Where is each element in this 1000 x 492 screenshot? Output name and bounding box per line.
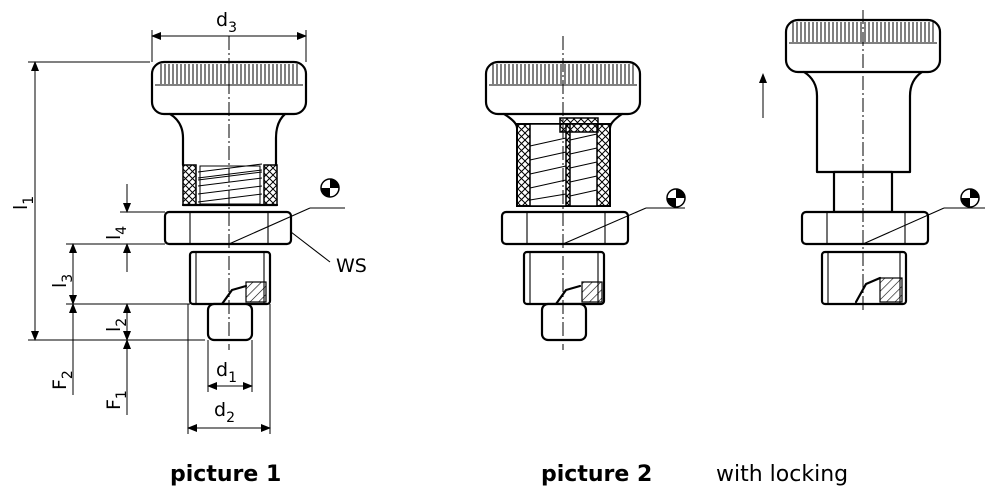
label-d3: d3 bbox=[216, 9, 237, 36]
p2-hex-nut bbox=[500, 210, 630, 246]
p3-hex-nut bbox=[800, 210, 930, 246]
label-F1: F1 bbox=[103, 390, 130, 410]
p1-knurl bbox=[158, 64, 300, 84]
caption-picture-1: picture 1 bbox=[170, 462, 281, 487]
p1-dimensions bbox=[28, 30, 307, 434]
label-l3: l3 bbox=[49, 274, 76, 288]
p1-thread-hatch bbox=[245, 281, 267, 303]
p1-spring bbox=[197, 163, 263, 205]
label-l1: l1 bbox=[10, 196, 37, 210]
label-d1: d1 bbox=[216, 359, 237, 386]
picture-locking-drawing bbox=[759, 10, 985, 310]
p1-hex-nut bbox=[163, 210, 293, 246]
label-l2: l2 bbox=[103, 318, 130, 332]
caption-picture-2: picture 2 bbox=[541, 462, 652, 487]
label-ws: WS bbox=[336, 255, 367, 277]
p2-pin bbox=[540, 302, 588, 342]
p1-pin bbox=[206, 302, 254, 342]
caption-with-locking: with locking bbox=[716, 462, 848, 487]
p1-neck bbox=[168, 112, 287, 167]
picture-1-drawing bbox=[150, 36, 345, 350]
label-F2: F2 bbox=[49, 370, 76, 390]
p1-sleeve-hatch-left bbox=[182, 164, 197, 206]
picture-2-drawing bbox=[484, 36, 686, 350]
p1-sleeve-hatch-right bbox=[263, 164, 278, 206]
label-d2: d2 bbox=[214, 399, 235, 426]
label-l4: l4 bbox=[103, 226, 130, 240]
